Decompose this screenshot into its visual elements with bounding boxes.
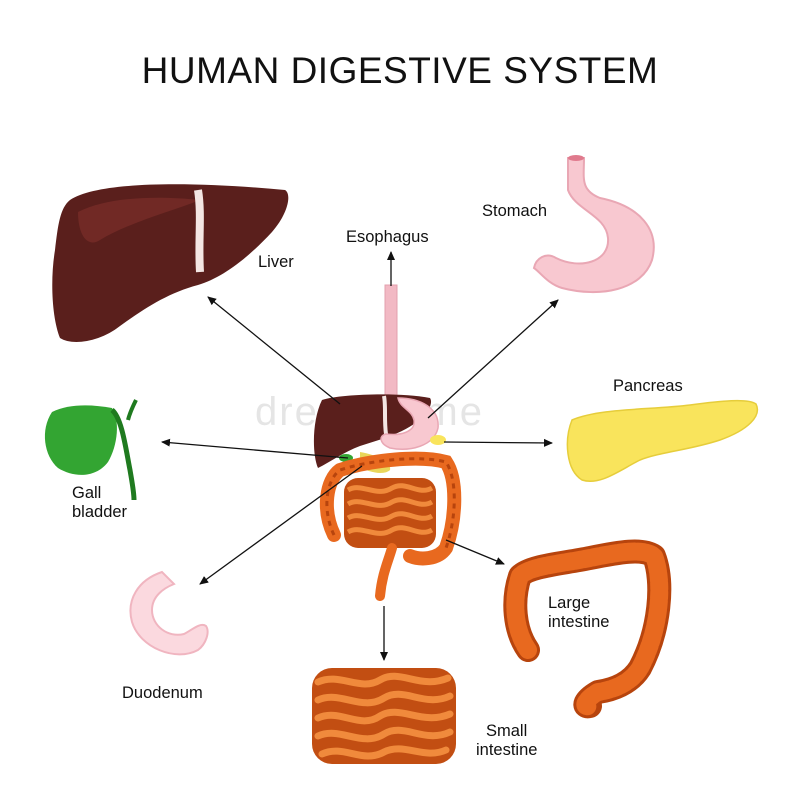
label-large-intestine-line-1: Large — [548, 594, 591, 612]
pointer-arrows — [161, 251, 559, 661]
label-stomach: Stomach — [482, 202, 548, 220]
label-small-intestine-line-1: Small — [486, 722, 528, 740]
label-esophagus: Esophagus — [346, 228, 429, 246]
arrow-to-liver — [207, 296, 341, 405]
arrow-to-stomach — [427, 299, 559, 419]
small-intestine-illustration — [312, 668, 456, 764]
arrow-to-large-intestine — [445, 539, 505, 565]
label-duodenum: Duodenum — [122, 684, 203, 702]
duodenum-illustration — [129, 570, 209, 656]
label-large-intestine: Large intestine — [548, 594, 609, 632]
label-small-intestine: Small intestine — [476, 722, 537, 760]
liver-illustration — [52, 184, 289, 342]
arrow-to-pancreas — [443, 438, 553, 447]
large-intestine-illustration — [503, 539, 672, 719]
label-large-intestine-line-2: intestine — [548, 613, 610, 631]
diagram-title: HUMAN DIGESTIVE SYSTEM — [141, 50, 659, 91]
label-liver: Liver — [258, 253, 294, 271]
central-digestive-system — [313, 284, 462, 601]
arrow-to-gall-bladder — [161, 438, 349, 459]
label-small-intestine-line-2: intestine — [476, 741, 538, 759]
pancreas-illustration — [566, 399, 759, 482]
label-gall-bladder-line-2: bladder — [72, 503, 128, 521]
stomach-illustration — [532, 155, 655, 294]
label-pancreas: Pancreas — [613, 377, 683, 395]
label-gall-bladder: Gall bladder — [72, 484, 127, 522]
gall-bladder-illustration — [44, 399, 138, 501]
arrow-to-duodenum — [199, 465, 363, 585]
label-gall-bladder-line-1: Gall — [72, 484, 102, 502]
